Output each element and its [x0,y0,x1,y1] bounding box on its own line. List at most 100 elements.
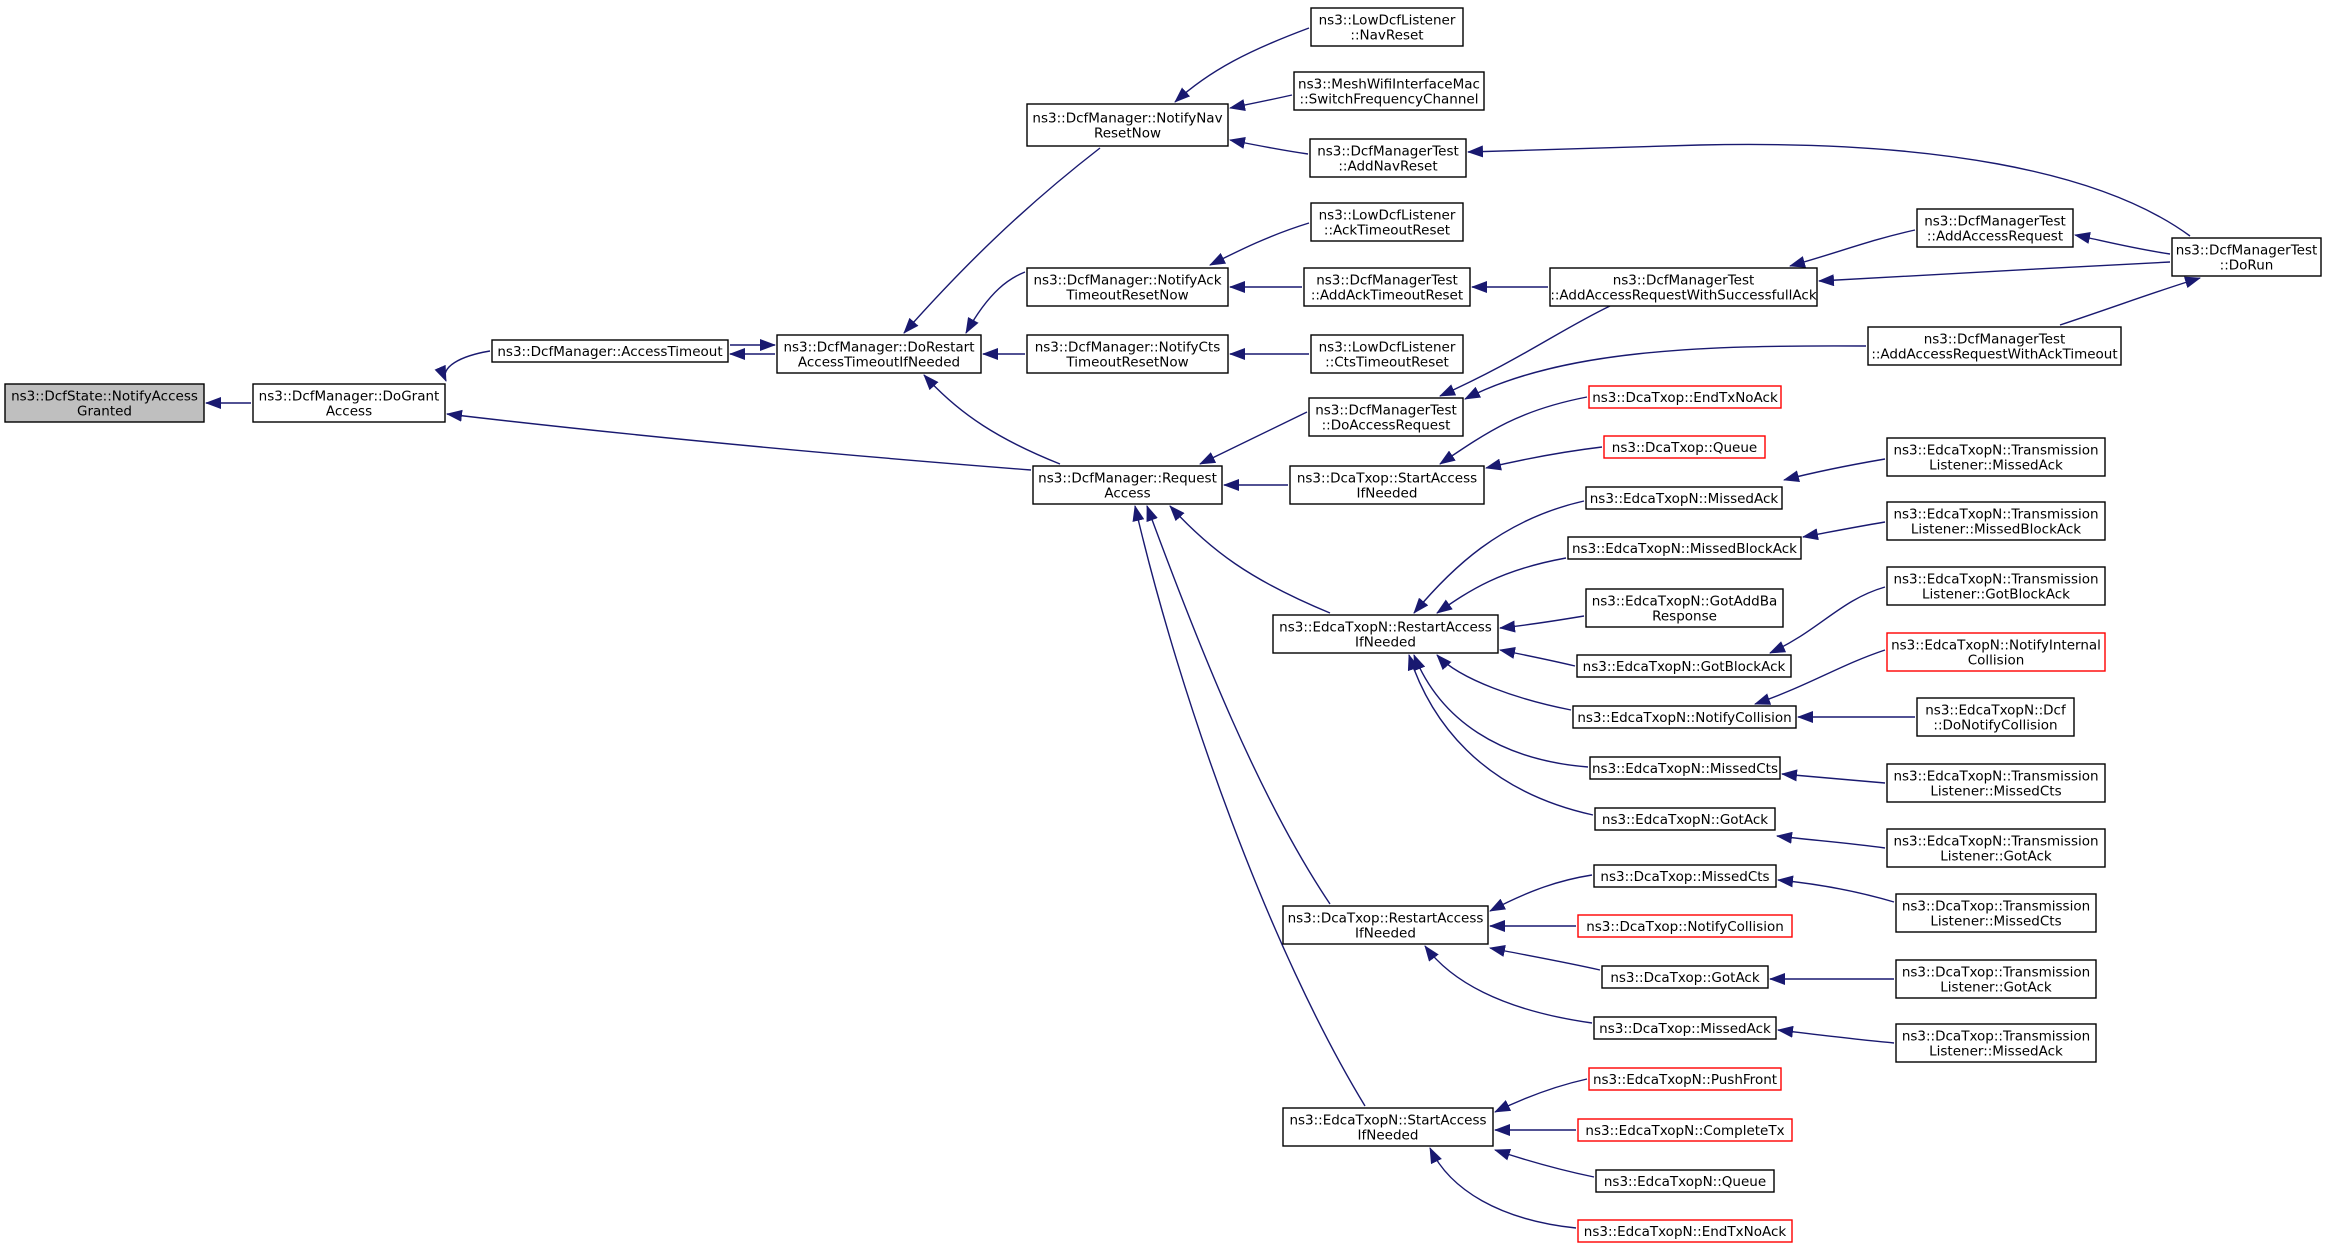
node-label-line: IfNeeded [1355,926,1416,942]
node-ns3-edcatxopn-transmission-listener-missedack[interactable]: ns3::EdcaTxopN::TransmissionListener::Mi… [1886,437,2106,477]
node-ns3-edcatxopn-transmission-listener-missedblockack[interactable]: ns3::EdcaTxopN::TransmissionListener::Mi… [1886,501,2106,541]
node-ns3-dcatxop-transmission-listener-missedcts[interactable]: ns3::DcaTxop::TransmissionListener::Miss… [1895,893,2097,933]
node-box [776,334,982,374]
node-ns3-lowdcflistener-acktimeoutreset[interactable]: ns3::LowDcfListener::AckTimeoutReset [1310,202,1464,242]
node-ns3-dcfmanagertest-dorun[interactable]: ns3::DcfManagerTest::DoRun [2171,237,2322,277]
node-box [1026,103,1229,147]
node-box [1577,1118,1793,1142]
node-box [1895,1023,2097,1063]
edge-line [434,350,491,382]
node-ns3-edcatxopn-missedack[interactable]: ns3::EdcaTxopN::MissedAck [1585,486,1783,510]
edge-n49-to-n45 [1429,1147,1577,1229]
edge-n35-to-n28 [1781,769,1886,784]
node-ns3-edcatxopn-queue[interactable]: ns3::EdcaTxopN::Queue [1595,1169,1775,1193]
node-box [1895,959,2097,999]
node-ns3-edcatxopn-gotblockack[interactable]: ns3::EdcaTxopN::GotBlockAck [1576,654,1792,678]
node-label-line: Listener::GotAck [1940,849,2052,865]
node-ns3-edcatxopn-transmission-listener-gotblockack[interactable]: ns3::EdcaTxopN::TransmissionListener::Go… [1886,566,2106,606]
edge-n30-to-n23 [1783,458,1886,483]
node-ns3-edcatxopn-completetx[interactable]: ns3::EdcaTxopN::CompleteTx [1577,1118,1793,1142]
node-label-line: IfNeeded [1358,1128,1419,1144]
node-label-line: ns3::DcfManager::DoRestart [783,340,974,356]
node-label-line: ns3::EdcaTxopN::GotBlockAck [1583,659,1786,675]
node-ns3-edcatxopn-gotack[interactable]: ns3::EdcaTxopN::GotAck [1594,807,1776,831]
node-label-line: ::DoNotifyCollision [1933,718,2057,734]
node-ns3-dcfmanagertest-addaccessrequest[interactable]: ns3::DcfManagerTest::AddAccessRequest [1916,208,2074,248]
node-box [1916,697,2075,737]
node-ns3-dcatxop-queue[interactable]: ns3::DcaTxop::Queue [1603,435,1766,459]
node-label-line: Listener::MissedCts [1930,784,2061,800]
node-ns3-meshwifiinterfacemac-switchfrequencychannel[interactable]: ns3::MeshWifiInterfaceMac::SwitchFrequen… [1293,71,1485,111]
node-ns3-dcfmanagertest-addnavreset[interactable]: ns3::DcfManagerTest::AddNavReset [1309,138,1467,178]
node-label-line: ns3::DcfManagerTest [2176,243,2318,259]
node-ns3-edcatxopn-transmission-listener-missedcts[interactable]: ns3::EdcaTxopN::TransmissionListener::Mi… [1886,763,2106,803]
edge-n16-to-n15 [2074,232,2171,255]
node-ns3-edcatxopn-missedcts[interactable]: ns3::EdcaTxopN::MissedCts [1589,756,1781,780]
node-label-line: ns3::DcfManager::Request [1038,471,1217,487]
node-label-line: ns3::DcfManagerTest [1924,214,2066,230]
edge-line [1146,505,1331,905]
node-ns3-dcfmanager-accesstimeout[interactable]: ns3::DcfManager::AccessTimeout [491,339,729,363]
node-ns3-edcatxopn-notifycollision[interactable]: ns3::EdcaTxopN::NotifyCollision [1572,705,1797,729]
node-label-line: TimeoutResetNow [1065,355,1188,371]
node-label-line: ::AddNavReset [1338,159,1437,175]
node-label-line: ns3::DcaTxop::Transmission [1902,899,2090,915]
node-ns3-dcatxop-endtxnoack[interactable]: ns3::DcaTxop::EndTxNoAck [1588,385,1782,409]
node-box [1867,326,2122,366]
node-label-line: ::AckTimeoutReset [1324,223,1450,239]
edge-line [965,271,1026,334]
edge-n48-to-n45 [1494,1149,1595,1178]
node-label-line: Access [326,404,372,420]
node-ns3-edcatxopn-endtxnoack[interactable]: ns3::EdcaTxopN::EndTxNoAck [1577,1219,1793,1243]
node-ns3-dcfmanagertest-addaccessrequestwithsuccessfullack[interactable]: ns3::DcfManagerTest::AddAccessRequestWit… [1549,267,1818,307]
node-label-line: ns3::LowDcfListener [1319,208,1456,224]
edge-line [1199,411,1308,465]
node-ns3-lowdcflistener-navreset[interactable]: ns3::LowDcfListener::NavReset [1310,7,1464,47]
edges-layer [205,27,2201,1229]
node-ns3-dcatxop-gotack[interactable]: ns3::DcaTxop::GotAck [1601,965,1769,989]
node-ns3-dcatxop-transmission-listener-gotack[interactable]: ns3::DcaTxop::TransmissionListener::GotA… [1895,959,2097,999]
node-ns3-dcatxop-missedack[interactable]: ns3::DcaTxop::MissedAck [1593,1016,1777,1040]
edge-line [923,374,1061,465]
node-ns3-dcfmanager-dorestart-accesstimeoutifneeded[interactable]: ns3::DcfManager::DoRestartAccessTimeoutI… [776,334,982,374]
edge-n25-to-n22 [1499,615,1585,633]
node-ns3-dcfmanagertest-doaccessrequest[interactable]: ns3::DcfManagerTest::DoAccessRequest [1308,397,1464,437]
edge-line [1229,94,1293,111]
node-box [1594,807,1776,831]
node-ns3-lowdcflistener-ctstimeoutreset[interactable]: ns3::LowDcfListener::CtsTimeoutReset [1310,334,1464,374]
edge-n2-to-n1 [434,350,491,382]
node-ns3-dcatxop-missedcts[interactable]: ns3::DcaTxop::MissedCts [1593,864,1777,888]
node-ns3-edcatxopn-missedblockack[interactable]: ns3::EdcaTxopN::MissedBlockAck [1567,536,1802,560]
node-ns3-edcatxopn-pushfront[interactable]: ns3::EdcaTxopN::PushFront [1588,1067,1782,1091]
edge-line [1776,831,1886,849]
node-box [1549,267,1818,307]
node-ns3-edcatxopn-dcf-donotifycollision[interactable]: ns3::EdcaTxopN::Dcf::DoNotifyCollision [1916,697,2075,737]
node-box [1310,202,1464,242]
node-ns3-dcatxop-notifycollision[interactable]: ns3::DcaTxop::NotifyCollision [1577,914,1793,938]
edge-n8-to-n5 [1174,27,1310,103]
node-box [1886,828,2106,868]
node-label-line: ns3::DcaTxop::RestartAccess [1288,911,1484,927]
node-ns3-dcfmanager-notifycts-timeoutresetnow[interactable]: ns3::DcfManager::NotifyCtsTimeoutResetNo… [1026,334,1229,374]
node-ns3-dcfmanager-notifyack-timeoutresetnow[interactable]: ns3::DcfManager::NotifyAckTimeoutResetNo… [1026,267,1229,307]
node-box [1588,1067,1782,1091]
node-box [1303,267,1471,307]
node-label-line: ns3::EdcaTxopN::GotAddBa [1592,594,1778,610]
node-ns3-dcfmanagertest-addaccessrequestwithacktimeout[interactable]: ns3::DcfManagerTest::AddAccessRequestWit… [1867,326,2122,366]
node-ns3-edcatxopn-transmission-listener-gotack[interactable]: ns3::EdcaTxopN::TransmissionListener::Go… [1886,828,2106,868]
node-ns3-dcfmanagertest-addacktimeoutreset[interactable]: ns3::DcfManagerTest::AddAckTimeoutReset [1303,267,1471,307]
node-ns3-dcatxop-transmission-listener-missedack[interactable]: ns3::DcaTxop::TransmissionListener::Miss… [1895,1023,2097,1063]
edge-line [1424,945,1593,1024]
edge-line [1464,345,1867,400]
node-box [1886,437,2106,477]
